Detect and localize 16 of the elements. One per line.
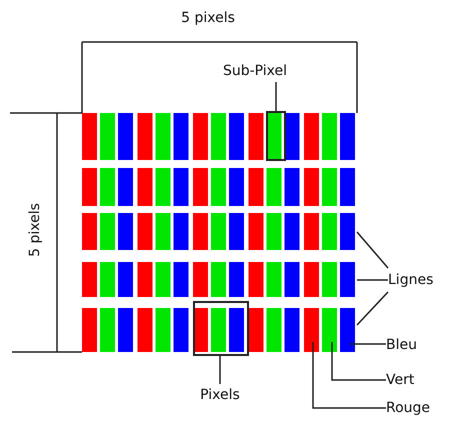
leader-line	[356, 291, 389, 326]
leader-line	[357, 279, 388, 281]
callout-label: Vert	[386, 369, 432, 391]
callout-label: Lignes	[388, 268, 456, 292]
callout-label: Bleu	[386, 334, 432, 356]
callout-label: Rouge	[386, 397, 446, 419]
leader-line	[219, 356, 221, 384]
leader-line	[356, 232, 389, 268]
leader-line	[275, 82, 277, 111]
highlight-box	[266, 111, 286, 161]
highlight-box	[193, 301, 249, 356]
leader-line	[312, 342, 386, 409]
leader-line	[350, 343, 386, 345]
leader-line	[331, 342, 386, 381]
callout-label: Pixels	[190, 384, 250, 406]
callout-label: Sub-Pixel	[212, 60, 298, 82]
